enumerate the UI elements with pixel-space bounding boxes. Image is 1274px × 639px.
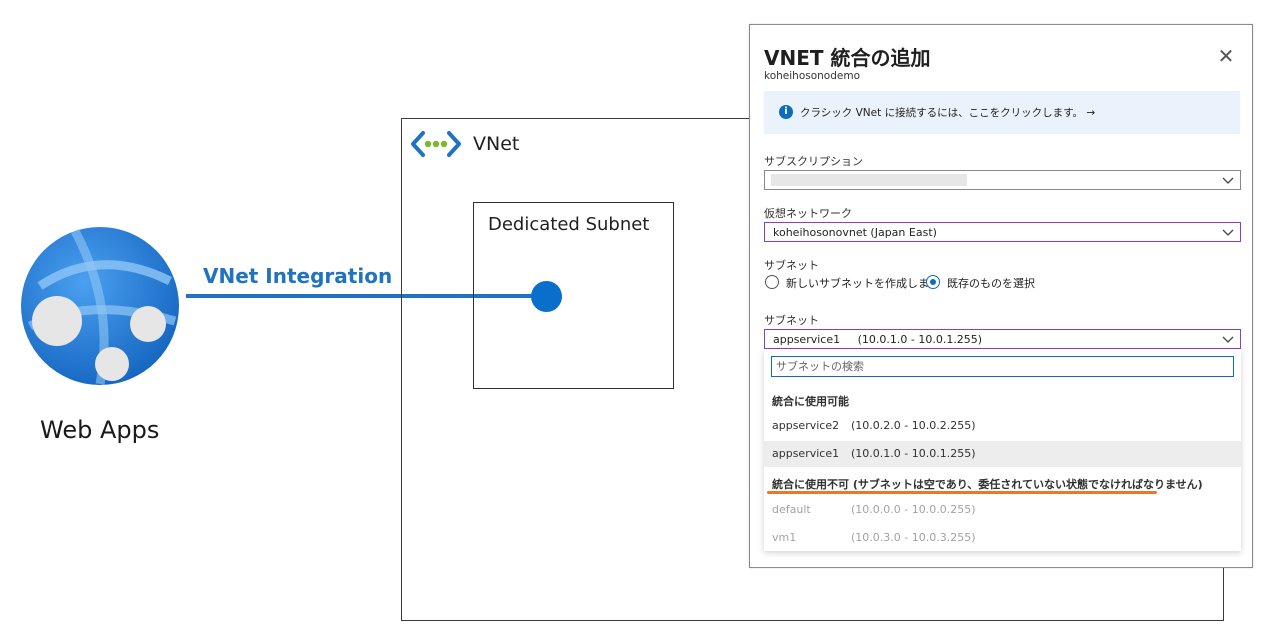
web-apps-icon (21, 227, 179, 385)
chevron-down-icon (1222, 177, 1234, 184)
subnet-mode-label: サブネット (764, 259, 819, 272)
connection-line (186, 294, 546, 298)
highlight-underline (767, 491, 1157, 494)
virtual-network-value: koheihosonovnet (Japan East) (773, 226, 937, 239)
group-header-unavailable: 統合に使用不可 (サブネットは空であり、委任されていない状態でなければなりません… (772, 478, 1203, 491)
chevron-down-icon (1222, 229, 1234, 236)
panel-subtitle: koheihosonodemo (764, 70, 860, 82)
info-icon: i (779, 105, 793, 119)
dedicated-subnet-box (473, 202, 674, 389)
integration-endpoint-dot (531, 281, 562, 312)
subnet-search-input[interactable] (771, 356, 1234, 377)
vnet-integration-label: VNet Integration (203, 264, 393, 288)
subnet-option-name: appservice1 (772, 447, 840, 460)
subnet-option-range: (10.0.1.0 - 10.0.1.255) (851, 447, 976, 460)
close-icon[interactable]: ✕ (1217, 44, 1235, 68)
subnet-option-vm1: vm1 (10.0.3.0 - 10.0.3.255) (764, 525, 1241, 551)
panel-title: VNET 統合の追加 (764, 46, 931, 70)
subnet-value: appservice1 (10.0.1.0 - 10.0.1.255) (773, 333, 983, 346)
subnet-option-range: (10.0.2.0 - 10.0.2.255) (851, 419, 976, 432)
subnet-label: サブネット (764, 314, 819, 327)
info-banner[interactable] (764, 91, 1240, 134)
virtual-network-dropdown[interactable]: koheihosonovnet (Japan East) (764, 222, 1241, 242)
subnet-option-name: vm1 (772, 531, 797, 544)
radio-select-existing-label[interactable]: 既存のものを選択 (947, 277, 1035, 290)
radio-select-existing[interactable] (926, 275, 940, 289)
vnet-title: VNet (473, 133, 520, 155)
classic-vnet-link[interactable]: クラシック VNet に接続するには、ここをクリックします。 → (800, 107, 1096, 119)
subnet-option-name: default (772, 503, 811, 516)
vnet-icon (411, 131, 461, 157)
radio-create-new-subnet-label[interactable]: 新しいサブネットを作成します (786, 277, 940, 290)
subscription-dropdown[interactable] (764, 170, 1241, 190)
subscription-redacted-value (771, 174, 967, 186)
subnet-option-default: default (10.0.0.0 - 10.0.0.255) (764, 497, 1241, 523)
dedicated-subnet-title: Dedicated Subnet (488, 214, 650, 235)
radio-create-new-subnet[interactable] (765, 275, 779, 289)
subscription-label: サブスクリプション (764, 155, 863, 168)
chevron-down-icon (1222, 336, 1234, 343)
subnet-option-name: appservice2 (772, 419, 840, 432)
subnet-option-range: (10.0.0.0 - 10.0.0.255) (851, 503, 976, 516)
group-header-available: 統合に使用可能 (772, 395, 849, 408)
web-apps-label: Web Apps (40, 416, 160, 444)
subnet-dropdown[interactable]: appservice1 (10.0.1.0 - 10.0.1.255) (764, 329, 1241, 349)
subnet-option-appservice1[interactable]: appservice1 (10.0.1.0 - 10.0.1.255) (764, 441, 1241, 467)
subnet-option-range: (10.0.3.0 - 10.0.3.255) (851, 531, 976, 544)
virtual-network-label: 仮想ネットワーク (764, 207, 852, 220)
subnet-option-appservice2[interactable]: appservice2 (10.0.2.0 - 10.0.2.255) (764, 413, 1241, 439)
